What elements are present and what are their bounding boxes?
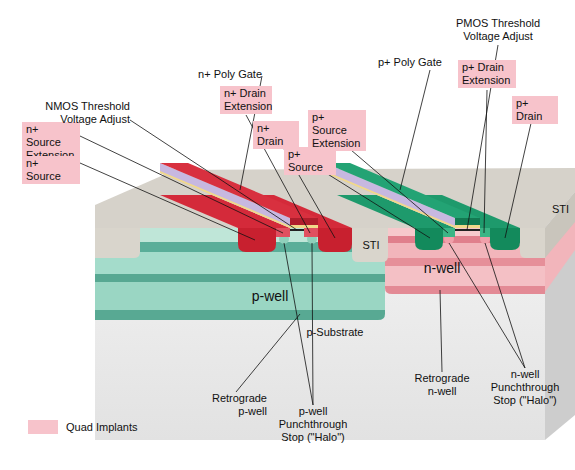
p-drain-front: [490, 228, 520, 250]
part-label: STI: [354, 239, 388, 252]
implant-tag: n+ Source: [22, 156, 80, 184]
gate-spacer: [325, 163, 455, 228]
p-source-extension: [443, 228, 455, 237]
part-label: p-Substrate: [290, 326, 380, 339]
n-well-bands: [385, 228, 545, 294]
part-label: n-well Punchthrough Stop ("Halo"): [486, 368, 564, 407]
part-label: STI: [546, 203, 575, 216]
implant-label: n+ Drain: [257, 122, 295, 148]
implant-label: p+ Drain Extension: [462, 61, 512, 87]
part-label: p-well Punchthrough Stop ("Halo"): [274, 405, 352, 444]
part-label: p+ Poly Gate: [378, 56, 448, 69]
sti-side: [545, 192, 575, 258]
implant-label: n+ Source: [26, 157, 76, 183]
part-label: NMOS Threshold Voltage Adjust: [30, 100, 130, 126]
implant-tag: n+ Drain: [253, 121, 299, 149]
part-label: Retrograde n-well: [410, 372, 474, 398]
part-label: n-well: [412, 260, 472, 276]
implant-label: p+ Source: [288, 148, 332, 174]
gate-oxide-front: [290, 225, 318, 228]
implant-label: p+ Source Extension: [312, 111, 362, 150]
implant-label: n+ Drain Extension: [224, 87, 268, 113]
implant-tag: p+ Drain: [512, 96, 558, 124]
implant-tag: p+ Source: [284, 147, 336, 175]
top-surface: [95, 168, 575, 228]
part-label: p-well: [240, 288, 300, 304]
sti-regions: [95, 228, 545, 262]
implant-tag: p+ Drain Extension: [458, 60, 516, 88]
n-drain-extension: [304, 228, 318, 237]
n-drain-front: [318, 228, 352, 252]
p-drain-extension: [480, 228, 490, 237]
p-well-bands: [95, 228, 385, 320]
n-poly-gate-front: [290, 218, 318, 228]
p-poly-gate: [325, 163, 480, 218]
part-label: n+ Poly Gate: [192, 68, 262, 81]
legend-text: Quad Implants: [66, 421, 138, 434]
legend-swatch: [28, 420, 58, 434]
implant-label: p+ Drain: [516, 97, 554, 123]
implant-tag: n+ Drain Extension: [220, 86, 272, 114]
part-label: PMOS Threshold Voltage Adjust: [452, 17, 544, 43]
leader-lines: [80, 45, 534, 405]
gate-spacer: [160, 163, 290, 228]
n-source-front: [238, 228, 276, 252]
part-label: Retrograde p-well: [205, 392, 267, 418]
n-source-extension: [276, 228, 290, 237]
implant-tag: p+ Source Extension: [308, 110, 366, 151]
